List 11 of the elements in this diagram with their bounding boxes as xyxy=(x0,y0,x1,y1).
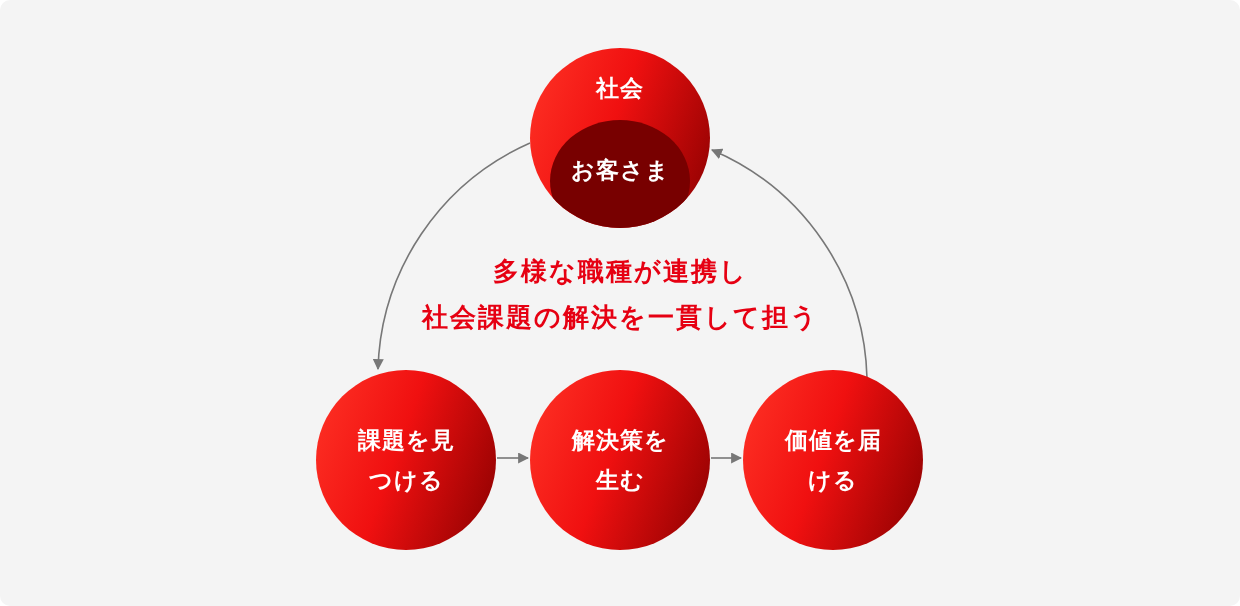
node-label: お客さま xyxy=(570,156,670,185)
caption-text: 社会課題の解決を一貫して担う xyxy=(420,301,820,334)
arrow xyxy=(496,452,530,464)
arrow xyxy=(373,142,531,371)
arrow xyxy=(710,452,743,464)
node-label: 課題を見つける xyxy=(356,426,456,495)
caption-text: 多様な職種が連携し xyxy=(491,255,749,288)
node-label: 社会 xyxy=(594,74,645,103)
node-label: 価値を届ける xyxy=(783,426,883,495)
node-label: 解決策を生む xyxy=(570,426,670,495)
arrow xyxy=(711,149,868,379)
